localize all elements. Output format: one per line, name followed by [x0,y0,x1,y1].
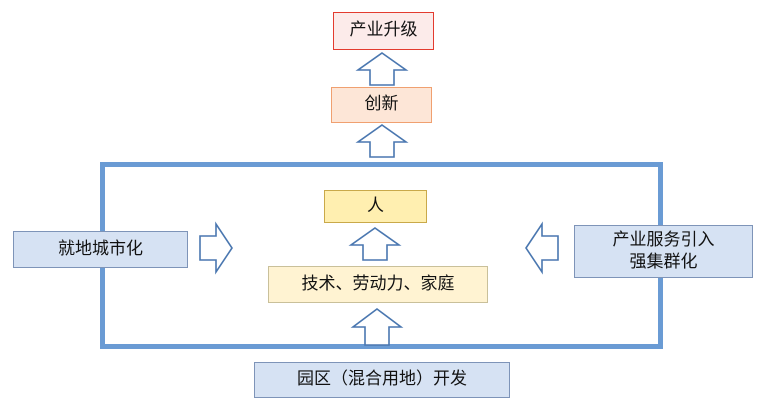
park-development-box: 园区（混合用地）开发 [254,362,510,398]
local-urbanization-label: 就地城市化 [58,238,143,259]
arrow-left-icon [525,221,559,275]
person-box: 人 [324,190,427,223]
innovation-box: 创新 [331,87,432,123]
arrow-up-icon [355,52,409,86]
factors-box: 技术、劳动力、家庭 [268,266,488,303]
arrow-up-icon [348,227,402,261]
arrow-up-icon [355,124,409,158]
industry-upgrade-box: 产业升级 [333,12,434,50]
park-development-label: 园区（混合用地）开发 [297,369,467,390]
industry-services-line-2: 强集群化 [629,251,698,272]
person-label: 人 [367,195,384,216]
industry-services-box: 产业服务引入 强集群化 [574,225,753,278]
industry-services-line-1: 产业服务引入 [612,230,715,251]
industry-upgrade-label: 产业升级 [349,20,418,41]
arrow-up-icon [350,308,404,346]
factors-label: 技术、劳动力、家庭 [301,273,455,294]
innovation-label: 创新 [364,94,399,115]
arrow-right-icon [199,221,233,275]
local-urbanization-box: 就地城市化 [13,231,188,268]
